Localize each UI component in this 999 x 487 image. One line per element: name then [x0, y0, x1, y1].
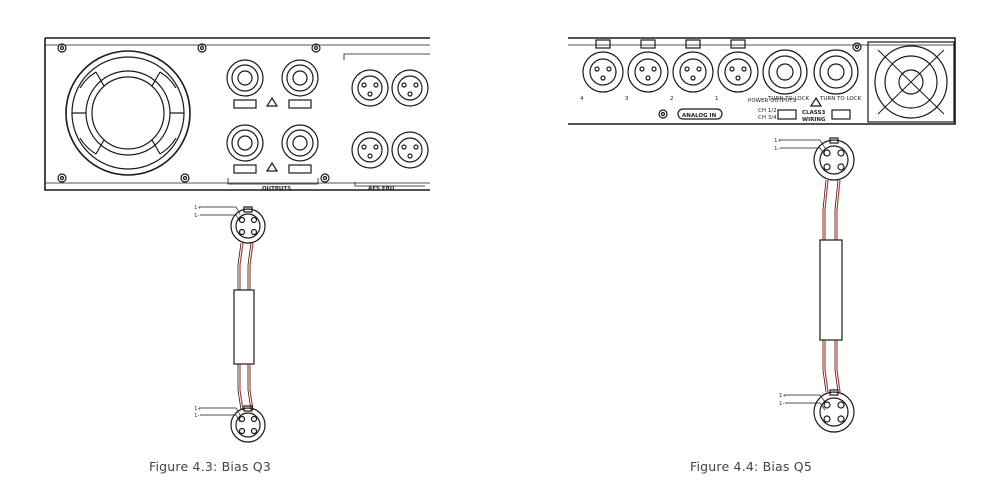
- figure-bias-q3: OUTPUTS AES EBU 1+ 1-: [44, 37, 430, 474]
- xlr-number-3: 3: [625, 96, 629, 102]
- pin-label-minus: 1-: [194, 413, 199, 419]
- speakon-output-2: [281, 59, 319, 109]
- pin-label-minus: 1-: [194, 213, 199, 219]
- pin-label-plus: 1+: [194, 406, 202, 412]
- panel-screw: [57, 173, 67, 183]
- outputs-label: OUTPUTS: [262, 186, 291, 192]
- xlr-input-4: [582, 39, 624, 93]
- pin-label-minus: 1-: [774, 146, 779, 152]
- xlr-input-1: [717, 39, 759, 93]
- cable-sleeve: [819, 239, 843, 341]
- class3-label: CLASS3: [802, 110, 825, 116]
- xlr-connector: [391, 131, 429, 169]
- speakon-plug-bottom: [785, 389, 855, 433]
- speakon-output-1: [762, 49, 808, 95]
- speakon-output-4: [281, 124, 319, 174]
- amplifier-rear-panel-left: [44, 37, 430, 191]
- panel-screw: [197, 43, 207, 53]
- xlr-connector: [351, 69, 389, 107]
- speakon-output-1: [226, 59, 264, 109]
- speakon-output-2: [813, 49, 859, 95]
- power-outputs-label: POWER OUTPUTS: [748, 98, 797, 104]
- ch-label-1-2: CH 1/2: [758, 108, 777, 114]
- cable-sleeve: [233, 289, 255, 365]
- panel-screw: [180, 173, 190, 183]
- warning-triangle-icon: [265, 96, 279, 107]
- speakon-plug-bottom: [200, 405, 266, 443]
- bias-q3-diagram: OUTPUTS AES EBU 1+ 1-: [44, 37, 430, 443]
- warning-triangle-icon: [265, 161, 279, 172]
- cooling-fan: [867, 41, 955, 123]
- figure-caption: Figure 4.4: Bias Q5: [690, 459, 812, 474]
- analog-in-label-box: [677, 108, 723, 120]
- pin-label-plus: 1+: [194, 205, 202, 211]
- xlr-number-2: 2: [670, 96, 674, 102]
- pin-label-plus: 1+: [779, 393, 787, 399]
- panel-screw: [320, 173, 330, 183]
- wiring-label: WIRING: [802, 117, 826, 123]
- analog-in-label: ANALOG IN: [682, 113, 717, 119]
- turn-to-lock-label-1: TURN TO LOCK: [767, 96, 810, 102]
- pin-label-minus: 1-: [779, 401, 784, 407]
- figure-caption: Figure 4.3: Bias Q3: [149, 459, 271, 474]
- speakon-plug-top: [780, 137, 855, 181]
- amplifier-rear-panel-right: [568, 37, 956, 125]
- xlr-number-1: 1: [715, 96, 719, 102]
- badge-box: [831, 109, 851, 120]
- speakon-plug-top: [200, 206, 266, 244]
- ch-label-3-4: CH 3/4: [758, 115, 777, 121]
- xlr-connector: [351, 131, 389, 169]
- cooling-fan: [65, 50, 191, 176]
- aes-label: AES EBU: [368, 186, 394, 192]
- turn-to-lock-label-2: TURN TO LOCK: [819, 96, 862, 102]
- panel-screw: [852, 42, 862, 52]
- speakon-output-3: [226, 124, 264, 174]
- figure-bias-q5: 4 3 2 1 ANALOG IN POWER OUTPUTS CH 1/2 C…: [500, 0, 999, 487]
- xlr-input-3: [627, 39, 669, 93]
- cable: [233, 242, 255, 411]
- warning-triangle-icon: [809, 96, 823, 107]
- xlr-input-2: [672, 39, 714, 93]
- panel-screw: [311, 43, 321, 53]
- xlr-connector: [391, 69, 429, 107]
- xlr-number-4: 4: [580, 96, 584, 102]
- panel-screw: [57, 43, 67, 53]
- bias-q5-diagram: 4 3 2 1 ANALOG IN POWER OUTPUTS CH 1/2 C…: [568, 37, 956, 433]
- panel-screw: [658, 109, 668, 119]
- badge-box: [777, 109, 797, 120]
- pin-label-plus: 1+: [774, 138, 782, 144]
- cable: [819, 179, 843, 393]
